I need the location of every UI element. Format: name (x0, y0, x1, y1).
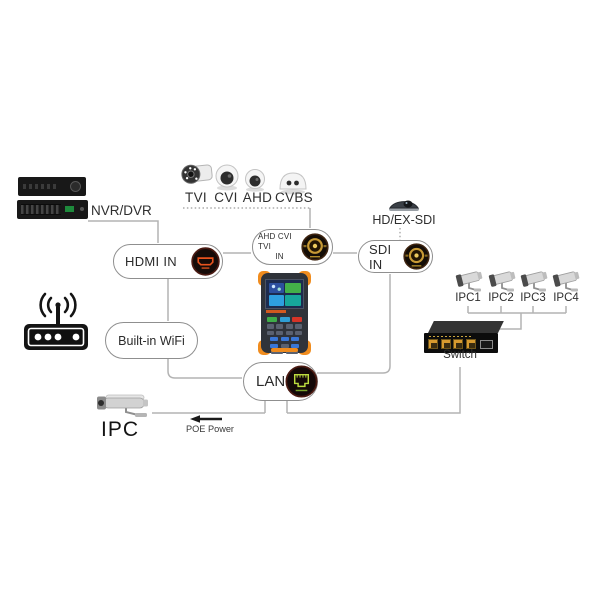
nvr-device-icon (18, 177, 86, 196)
tester-keypad (264, 315, 305, 355)
camera-type-label-cvi: CVI (214, 190, 238, 205)
bnc-port-icon (403, 243, 430, 270)
ipc4-bullet-camera-icon (549, 268, 583, 294)
cvbs-turret-camera-icon (275, 169, 311, 195)
camera-type-label-tvi: TVI (185, 190, 207, 205)
dvr-power-button-icon (80, 207, 84, 211)
tester-body (261, 273, 308, 355)
poe-arrow-icon (190, 415, 222, 423)
rj45-port-icon (285, 365, 318, 398)
switch-port-markings (429, 335, 471, 337)
poe-power-label: POE Power (186, 424, 234, 434)
ipc1-label: IPC1 (455, 292, 481, 304)
lan-label: LAN (256, 373, 286, 390)
ahd-dome-camera-icon (243, 168, 267, 192)
switch-label: Switch (443, 349, 477, 361)
hd-ex-sdi-mini-dome-camera-icon (383, 195, 425, 215)
dvr-lens-knob (70, 181, 81, 192)
ipc3-bullet-camera-icon (517, 268, 551, 294)
ipc4-label: IPC4 (553, 292, 579, 304)
camera-type-label-ahd: AHD (242, 190, 273, 205)
ipc-label: IPC (101, 418, 140, 441)
dvr-vent-grid (21, 204, 61, 215)
cctv-tester-device (258, 270, 311, 356)
tester-menubar (266, 310, 286, 313)
tvi-bullet-camera-icon (180, 160, 216, 190)
sdi-in-port-bubble: SDI IN (358, 240, 433, 273)
poe-switch-icon (424, 321, 504, 355)
ipc1-bullet-camera-icon (452, 268, 486, 294)
switch-rj45-ports (428, 339, 476, 349)
ipc3-label: IPC3 (520, 292, 546, 304)
wifi-router-icon (20, 292, 92, 354)
screen-tile-desktop (268, 282, 284, 294)
bnc-port-icon (301, 233, 329, 261)
ipc2-label: IPC2 (488, 292, 514, 304)
camera-type-label-cvbs: CVBS (275, 190, 313, 205)
ahd-cvi-tvi-in-port-bubble: AHD CVI TVI IN (252, 229, 333, 265)
screen-tile-green (285, 282, 301, 294)
hdmi-in-label: HDMI IN (125, 254, 177, 269)
switch-top-face (428, 321, 504, 333)
dvr-display (65, 206, 74, 212)
ahd-cvi-tvi-in-label: AHD CVI TVI IN (258, 232, 292, 261)
dvr-device-icon (17, 200, 88, 219)
built-in-wifi-bubble: Built-in WiFi (105, 322, 198, 359)
sdi-in-label: SDI IN (369, 241, 392, 272)
tester-screen (265, 279, 304, 309)
screen-tile-teal (285, 294, 301, 306)
ipc2-bullet-camera-icon (485, 268, 519, 294)
tester-bottom-bumper (271, 347, 298, 352)
ipc-bullet-camera-icon (92, 390, 154, 420)
built-in-wifi-label: Built-in WiFi (118, 333, 185, 348)
switch-uplink-port (480, 340, 493, 349)
dvr-vent-slots (23, 184, 57, 189)
screen-tile-blue (268, 294, 284, 306)
switch-front-face (424, 333, 498, 353)
hdmi-in-port-bubble: HDMI IN (113, 244, 223, 279)
cvi-dome-camera-icon (214, 163, 240, 191)
lan-port-bubble: LAN (243, 362, 318, 401)
hdmi-port-icon (191, 247, 220, 276)
hd-ex-sdi-label: HD/EX-SDI (372, 213, 436, 227)
nvr-dvr-label: NVR/DVR (91, 203, 152, 218)
